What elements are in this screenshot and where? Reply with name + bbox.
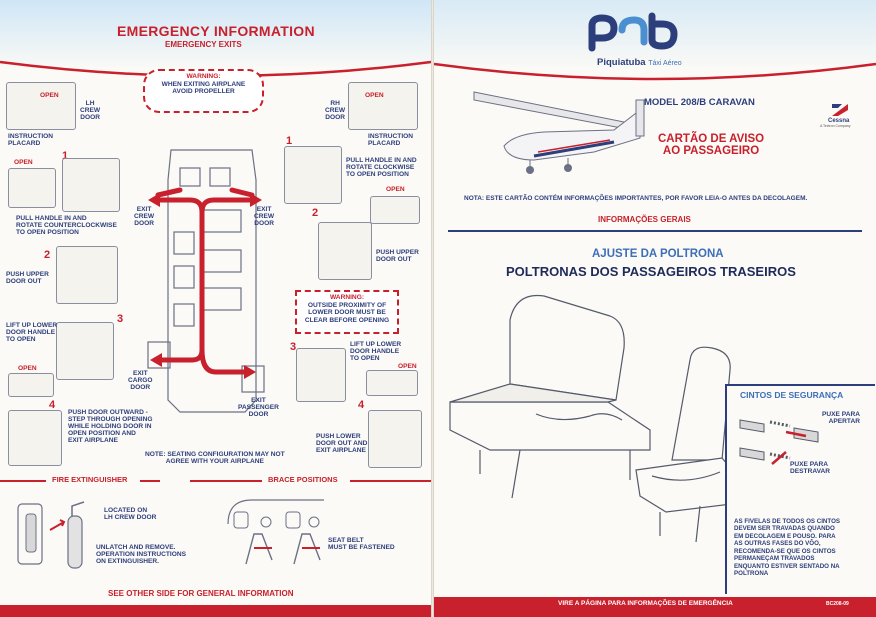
left-step1-sketch-a — [8, 168, 56, 208]
rear-seats-title: POLTRONAS DOS PASSAGEIROS TRASEIROS — [506, 264, 796, 279]
step-2-left: 2 — [44, 249, 51, 261]
model-title: MODEL 208/B CARAVAN — [644, 97, 755, 108]
right-step3-sketch — [296, 348, 346, 402]
cessna-subtitle: A Textron Company — [820, 124, 851, 128]
passenger-seat-illustration — [449, 294, 749, 543]
brace-position-illustration — [227, 499, 324, 565]
left-step2-sketch — [56, 246, 118, 304]
brace-positions-title: BRACE POSITIONS — [268, 475, 338, 484]
step-1-left: 1 — [62, 150, 69, 162]
piquiatuba-logo-icon — [588, 12, 678, 52]
open-label-step3: OPEN — [18, 365, 37, 372]
lh-door-illustration — [6, 82, 76, 130]
lower-door-warning: WARNING: OUTSIDE PROXIMITY OF LOWER DOOR… — [295, 290, 399, 334]
card-fold — [431, 0, 434, 617]
step-1-right: 1 — [286, 135, 293, 147]
right-step1-handle-sketch — [370, 196, 420, 224]
general-info-panel: Piquiatuba Táxi Aéreo MODEL 208/B CARAVA… — [434, 0, 876, 617]
left-footer-text: SEE OTHER SIDE FOR GENERAL INFORMATION — [108, 589, 294, 598]
seat-adjust-title: AJUSTE DA POLTRONA — [592, 248, 724, 260]
left-footer-bar — [0, 605, 431, 617]
step-2-right: 2 — [312, 207, 319, 219]
propeller-warning: WARNING: WHEN EXITING AIRPLANE AVOID PRO… — [143, 69, 264, 113]
step-3-left: 3 — [117, 313, 124, 325]
brand-name: Piquiatuba Táxi Aéreo — [597, 57, 682, 68]
left-step1-sketch-b — [62, 158, 120, 212]
left-step4-sketch — [8, 410, 62, 466]
open-label-step1: OPEN — [14, 159, 33, 166]
left-step3-handle-sketch — [8, 373, 54, 397]
caravan-aircraft-illustration — [473, 91, 645, 174]
rh-door-illustration — [348, 82, 418, 130]
fire-extinguisher-icon — [17, 501, 85, 569]
open-label-r1: OPEN — [386, 186, 405, 193]
page-title: EMERGENCY INFORMATION — [117, 23, 315, 39]
open-label: OPEN — [40, 92, 59, 99]
step-4-right: 4 — [358, 399, 365, 411]
step-3-right: 3 — [290, 341, 297, 353]
page-subtitle: EMERGENCY EXITS — [165, 40, 242, 49]
general-info-title: INFORMAÇÕES GERAIS — [598, 215, 691, 224]
fire-extinguisher-title: FIRE EXTINGUISHER — [52, 475, 128, 484]
header-wave-right — [434, 62, 876, 81]
right-footer-text: VIRE A PÁGINA PARA INFORMAÇÕES DE EMERGÊ… — [558, 600, 733, 607]
right-step1-sketch — [284, 146, 342, 204]
right-step2-sketch — [318, 222, 372, 280]
seat-belt-section — [725, 384, 875, 594]
right-footer-bar — [434, 597, 876, 617]
header-sky — [0, 0, 431, 70]
cessna-logo-icon — [832, 104, 848, 116]
emergency-panel: EMERGENCY INFORMATION EMERGENCY EXITS WA… — [0, 0, 431, 617]
belt-buckle-icon — [739, 419, 819, 465]
right-step4-sketch — [368, 410, 422, 468]
step-4-left: 4 — [49, 399, 56, 411]
seat-belts-title: CINTOS DE SEGURANÇA — [740, 390, 844, 400]
left-step3-sketch — [56, 322, 114, 380]
right-step3-handle-sketch — [366, 370, 418, 396]
open-label-r3: OPEN — [398, 363, 417, 370]
cessna-brand: Cessna — [828, 118, 850, 124]
open-label-right: OPEN — [365, 92, 384, 99]
nota-text: NOTA: ESTE CARTÃO CONTÉM INFORMAÇÕES IMP… — [464, 195, 808, 202]
cabin-diagram — [147, 149, 265, 413]
fire-unlatch-text: UNLATCH AND REMOVE.OPERATION INSTRUCTION… — [96, 544, 186, 565]
card-code: BC208-09 — [826, 601, 849, 607]
